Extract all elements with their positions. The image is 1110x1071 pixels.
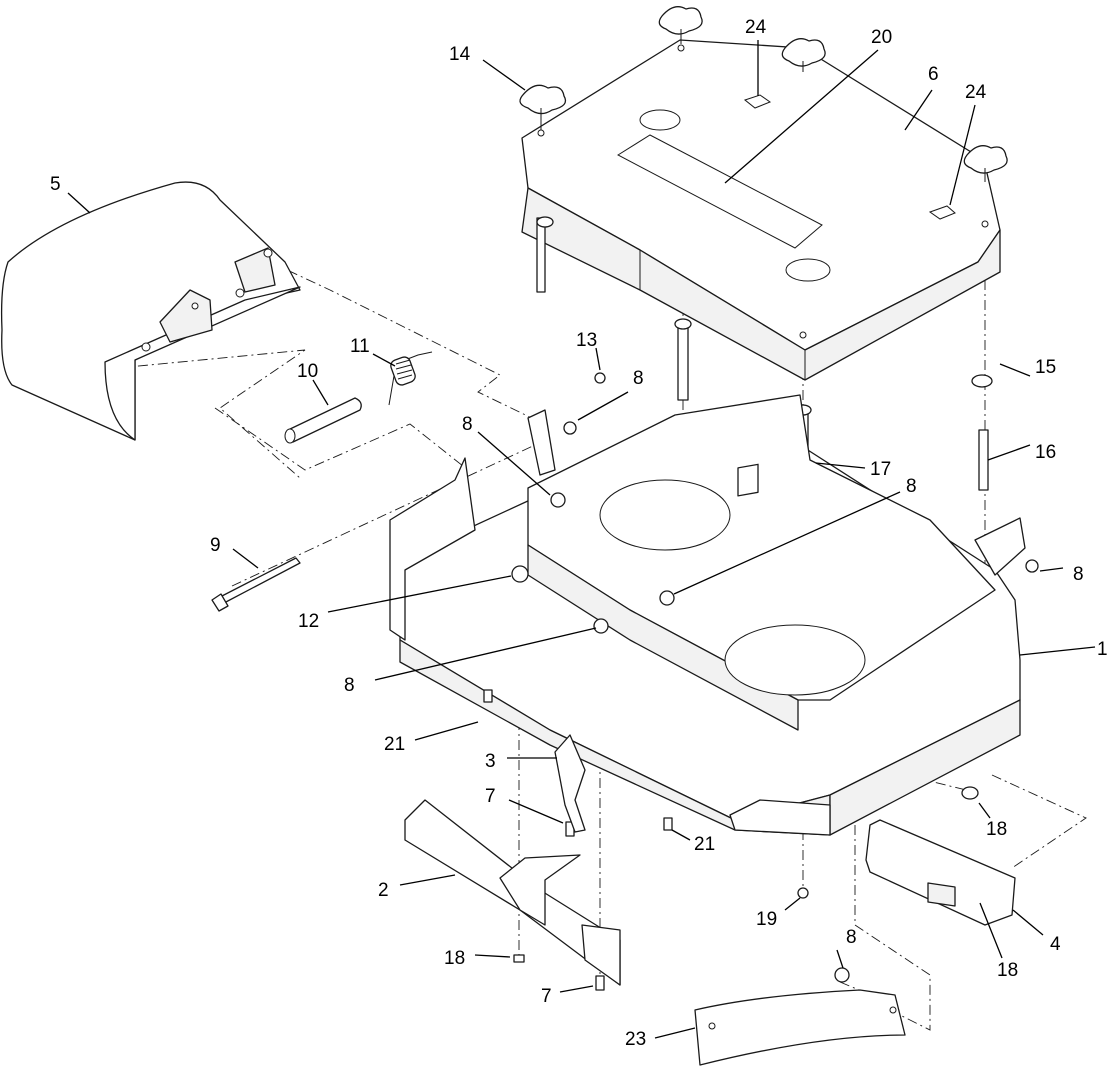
- callout-11: 11: [350, 336, 370, 357]
- knob-c: [781, 38, 826, 72]
- callout-1: 1: [1097, 639, 1108, 660]
- callout-18b: 18: [997, 960, 1018, 981]
- callout-9: 9: [210, 535, 221, 556]
- callout-13: 13: [576, 330, 597, 351]
- callout-7b: 7: [541, 986, 552, 1007]
- knob-b: [658, 6, 703, 44]
- long-bolt-part: [211, 557, 301, 612]
- callout-8c: 8: [906, 476, 917, 497]
- callout-19: 19: [756, 909, 777, 930]
- knob-d: [963, 145, 1008, 182]
- callout-16: 16: [1035, 442, 1056, 463]
- callout-8f: 8: [846, 927, 857, 948]
- callout-24a: 24: [745, 17, 767, 38]
- torsion-spring-part: [388, 351, 433, 406]
- knob-a: [519, 84, 567, 130]
- callout-3: 3: [485, 751, 496, 772]
- callout-8a: 8: [633, 368, 644, 389]
- front-guard-part: [694, 989, 906, 1066]
- callout-8d: 8: [1073, 564, 1084, 585]
- callout-17: 17: [870, 459, 891, 480]
- callout-labels: 1 2 3 4 5 6 7 7 8 8 8 8 8 8 9 10 11 12 1…: [50, 17, 1108, 1050]
- front-bracket-part: [404, 799, 621, 986]
- callout-8b: 8: [462, 414, 473, 435]
- callout-24b: 24: [965, 82, 987, 103]
- callout-21b: 21: [694, 834, 715, 855]
- side-shield-part: [865, 819, 1016, 926]
- pivot-rod-part: [284, 397, 362, 444]
- discharge-chute-part: [0, 181, 301, 441]
- callout-5: 5: [50, 174, 61, 195]
- deck-housing-part: [389, 394, 1026, 836]
- callout-14: 14: [449, 44, 471, 65]
- knob-parts: [519, 6, 1008, 182]
- callout-20: 20: [871, 27, 892, 48]
- callout-12: 12: [298, 611, 319, 632]
- callout-10: 10: [297, 361, 318, 382]
- callout-18a: 18: [986, 819, 1007, 840]
- callout-6: 6: [928, 64, 939, 85]
- callout-8e: 8: [344, 675, 355, 696]
- top-cover-part: [521, 39, 1001, 381]
- side-bracket-part: [554, 734, 586, 833]
- leader-lines: [67, 40, 1096, 1039]
- callout-23: 23: [625, 1029, 646, 1050]
- callout-4: 4: [1050, 934, 1061, 955]
- callout-18c: 18: [444, 948, 465, 969]
- callout-7a: 7: [485, 786, 496, 807]
- callout-2: 2: [378, 880, 389, 901]
- callout-15: 15: [1035, 357, 1056, 378]
- callout-21a: 21: [384, 734, 405, 755]
